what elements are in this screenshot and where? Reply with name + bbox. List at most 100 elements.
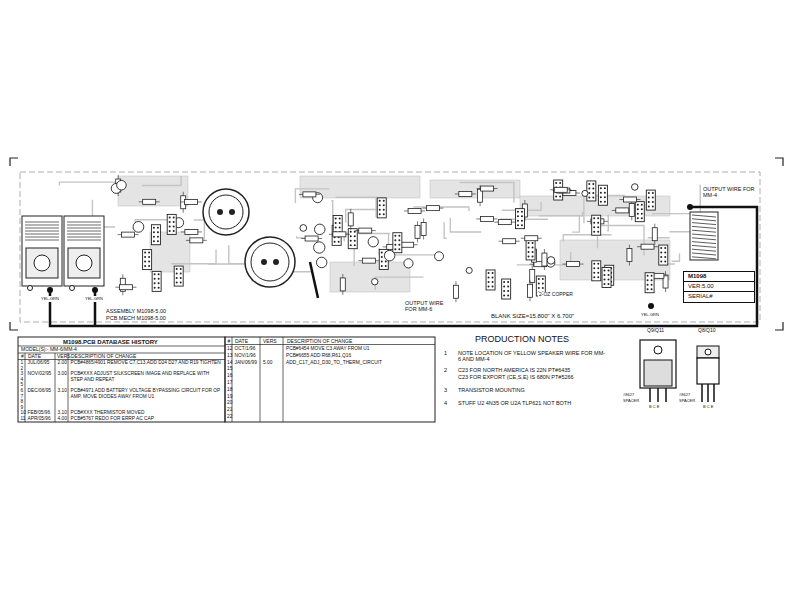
inductor-symbol — [690, 212, 718, 260]
resistor-symbol — [477, 186, 498, 191]
pcb-trace — [413, 207, 468, 211]
capacitor-symbol — [315, 224, 326, 235]
label-text: 3 — [443, 387, 448, 393]
resistor-symbol — [542, 249, 547, 270]
label-text: 20 — [226, 400, 233, 406]
capacitor-symbol — [368, 237, 378, 247]
label-text: B C E — [702, 404, 714, 410]
resistor-symbol — [415, 221, 420, 242]
capacitor-symbol — [582, 190, 588, 196]
label-text: ADD_C17_ADJ_D30_TO_THERM_CIRCUIT — [285, 360, 435, 366]
table-border — [18, 337, 225, 422]
label-text: DATE — [27, 354, 42, 360]
ic-symbol — [151, 225, 160, 245]
label-text: 4.00 — [57, 416, 68, 422]
wire-terminal — [687, 204, 693, 210]
table-rule — [225, 344, 435, 345]
ic-symbol — [515, 209, 524, 229]
ic-symbol — [348, 229, 357, 249]
box-text: VER:5.00 — [684, 281, 754, 291]
table-rule — [260, 337, 261, 422]
ic-symbol — [174, 266, 183, 286]
label-text: M1098.PCB DATABASE HISTORY — [62, 339, 159, 346]
label-text: 1 — [443, 350, 448, 356]
label-text: DESCRIPTION OF CHANGE — [286, 339, 353, 345]
label-text: VERS — [56, 354, 72, 360]
title-block-box: M1098VER:5.00SERIAL# — [683, 271, 755, 303]
resistor-symbol — [348, 209, 353, 230]
label-text: C23 FOR NORTH AMERICA IS 22N PT#6435 — [457, 367, 571, 373]
ic-symbol — [592, 215, 601, 235]
resistor-symbol — [627, 245, 632, 266]
resistor-symbol — [340, 274, 345, 295]
capacitor-symbol — [117, 180, 127, 190]
ic-symbol — [152, 271, 161, 291]
label-text: # — [20, 354, 25, 360]
label-text: C23 FOR EXPORT (CE,S,E) IS 680N PT#5266 — [457, 374, 575, 380]
resistor-symbol — [404, 208, 425, 213]
resistor-symbol — [181, 199, 202, 204]
resistor-symbol — [118, 232, 139, 237]
resistor-symbol — [652, 224, 657, 245]
resistor-symbol — [499, 239, 520, 244]
pcb-trace — [607, 215, 608, 231]
wire-terminal — [47, 287, 53, 293]
label-text: 18 — [226, 387, 233, 393]
resistor-symbol — [563, 262, 584, 267]
resistor-symbol — [181, 229, 202, 234]
label-text: DESCRIPTION OF CHANGE — [70, 354, 137, 360]
capacitor-symbol — [435, 252, 444, 261]
capacitor-symbol — [316, 257, 327, 268]
label-text: 15 — [226, 366, 233, 372]
capacitor-symbol — [547, 257, 555, 265]
ic-symbol — [645, 273, 654, 293]
resistor-symbol — [550, 187, 571, 192]
resistor-symbol — [115, 285, 136, 290]
label-text: NOTE LOCATION OF YELLOW SPEAKER WIRE FOR… — [457, 350, 609, 362]
jack-symbol — [22, 216, 62, 291]
pcb-trace — [572, 215, 579, 232]
label-text: PCB#4971 ADD BATTERY VOLTAGE BYPASSING C… — [70, 388, 224, 399]
pcb-trace — [652, 185, 700, 214]
label-text: 2-OZ COPPER — [538, 292, 574, 298]
corner-mark — [775, 158, 783, 166]
label-text: ASSEMBLY M1098-5.00 — [105, 308, 167, 314]
ic-symbol — [143, 250, 152, 270]
label-text: 4 — [443, 400, 448, 406]
pcb-trace — [672, 253, 680, 261]
label-text: B C E — [648, 404, 660, 410]
label-text: 2 — [443, 367, 448, 373]
resistor-symbol — [637, 244, 658, 249]
pcb-trace — [336, 197, 377, 217]
capacitor-symbol — [372, 278, 378, 284]
table-rule — [55, 353, 56, 422]
label-text: 4 — [20, 377, 25, 383]
label-text: PCB#XXX THERMISTOR MOVED — [70, 410, 224, 416]
copper-pour — [118, 176, 188, 206]
ic-symbol — [377, 198, 386, 218]
label-text: 16 — [226, 373, 233, 379]
label-text: MODEL(S):- MM-6/MM-4 — [20, 347, 78, 353]
label-text: DATE — [234, 339, 249, 345]
table-border — [225, 337, 435, 422]
pcb-trace — [563, 235, 611, 242]
ic-symbol — [592, 261, 601, 281]
resistor-symbol — [476, 216, 497, 221]
capacitor-symbol — [245, 237, 295, 287]
label-text: 21 — [226, 407, 233, 413]
label-text: Q8/Q10 — [697, 328, 717, 334]
resistor-symbol — [521, 236, 542, 241]
label-text: PCB MECH M1098-5.00 — [105, 315, 167, 321]
resistor-symbol — [329, 232, 350, 237]
corner-mark — [10, 158, 18, 166]
pcb-trace — [353, 249, 355, 265]
pcb-trace — [375, 277, 423, 290]
label-text: OUTPUT WIRE FOR MM-4 — [702, 186, 759, 198]
resistor-symbol — [527, 280, 532, 301]
pcb-trace — [171, 250, 216, 264]
label-text: #8627 SPACER — [622, 392, 642, 403]
label-text: 5 — [20, 382, 25, 388]
capacitor-symbol — [300, 225, 307, 232]
label-text: OCT/1/96 — [234, 346, 257, 352]
